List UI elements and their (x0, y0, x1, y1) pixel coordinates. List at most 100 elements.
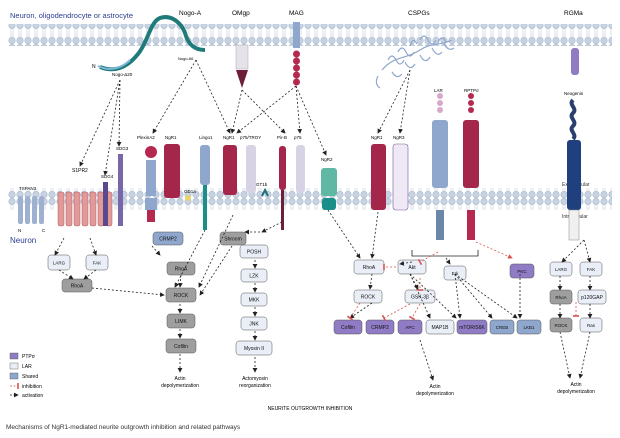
outcome-actin-2: Actin (429, 384, 440, 390)
node-map1b: MAP1B (425, 319, 455, 335)
tspan3-label: TSPAN3 (19, 186, 37, 191)
p75troy-receptor (246, 145, 256, 193)
node-box-erk (443, 265, 467, 281)
node-label-lzk: LZK (249, 274, 259, 280)
node-erk: Erk (443, 265, 467, 281)
top-cell-label: Neuron, oligodendrocyte or astrocyte (10, 11, 133, 20)
node-box-rock-mid (165, 287, 197, 303)
node-label-cofilin-mid: Cofilin (174, 344, 188, 350)
node-rhoa-rr: RhoA (549, 289, 573, 305)
node-label-rhoa-r: RhoA (363, 265, 376, 271)
pirb-receptor (279, 146, 286, 230)
ngr3-label: NgR3 (393, 135, 405, 140)
top-membrane (8, 24, 612, 46)
node-label-larg-r: LARG (555, 267, 568, 272)
node-label-crmp2-b: CRMP2 (371, 325, 389, 331)
nogo-d20-ribbon (97, 59, 131, 70)
sdg4-receptor (103, 182, 108, 226)
sdg3-receptor (118, 154, 123, 226)
outcome-actin-1: Actin (174, 376, 185, 382)
gt1b-label: GT1b (256, 182, 268, 187)
node-posh: POSH (239, 244, 269, 259)
node-box-jnk (240, 316, 268, 331)
omgp-label: OMgp (232, 10, 250, 17)
node-jnk: JNK (240, 316, 268, 331)
gd1a-label: GD1a (184, 189, 196, 194)
outcome-reorg-1: reorganization (239, 383, 271, 389)
node-fak: FAK (85, 254, 109, 271)
node-label-apc: APC (405, 325, 415, 330)
node-larg-r: LARG (549, 261, 573, 277)
legend-activation: activation (22, 393, 43, 399)
legend-ptps: PTPσ (22, 354, 36, 360)
ngr2-label: NgR2 (321, 157, 333, 162)
node-rock-mid: ROCK (165, 287, 197, 303)
node-rock-r: ROCK (353, 289, 383, 304)
node-crmp2-b: CRMP2 (365, 319, 395, 335)
ngr1-receptor-b (223, 145, 237, 195)
node-box-cofilin-mid (165, 338, 197, 354)
node-box-mtor (456, 319, 488, 335)
node-box-map1b (425, 319, 455, 335)
tspan3-c: C (42, 228, 46, 233)
nogo-n-label: N (92, 64, 96, 70)
nogo-d20-label: Nogo-Δ20 (112, 72, 133, 77)
node-larg: LARG (47, 254, 71, 271)
node-rhoa-left: RhoA (61, 278, 93, 293)
s1pr2-receptor (57, 191, 113, 227)
node-crmp2-a: CRMP2 (152, 231, 184, 246)
legend-shared: Shared (22, 374, 38, 380)
gt1b-marker (261, 187, 269, 197)
lingo1-receptor (200, 145, 210, 230)
nogo-a-label: Nogo-A (179, 10, 202, 17)
node-box-mkk (240, 292, 268, 307)
mag-label: MAG (289, 10, 304, 17)
rptps-receptor (463, 93, 479, 240)
ngr1-c-label: NgR1 (371, 135, 383, 140)
outcome-depol-3: depolymerization (557, 389, 595, 395)
nogo-a-ribbon (99, 15, 206, 72)
tspan3-receptor (18, 196, 44, 224)
node-label-mtor: mTOR/S6K (459, 325, 485, 331)
node-box-posh (239, 244, 269, 259)
outcome-acto-1: Actomyosin (242, 376, 268, 382)
sdg3-label: SDG3 (116, 146, 129, 151)
p75-receptor (296, 145, 305, 193)
ngr1-a-label: NgR1 (165, 135, 177, 140)
cspg-glycans (375, 35, 455, 89)
ngr1-receptor-c (371, 144, 386, 210)
node-label-cofilin-r: Cofilin (341, 325, 355, 331)
legend-swatch-shared (9, 372, 19, 380)
ngr2-receptor (321, 168, 337, 210)
rgma-protein (571, 48, 579, 75)
node-cofilin-mid: Cofilin (165, 338, 197, 354)
node-label-rhoa-rr: RhoA (555, 295, 566, 300)
node-label-lkb1: LKB1 (523, 325, 535, 330)
lar-label: LAR (434, 88, 444, 93)
node-label-rock-r: ROCK (361, 295, 376, 301)
node-box-myosin (235, 340, 273, 356)
node-box-crmp2-b (365, 319, 395, 335)
node-label-shroom: Shroom (224, 237, 242, 243)
node-label-fak: FAK (93, 261, 102, 266)
plexina2-receptor (145, 146, 157, 222)
node-label-mkk: MKK (249, 298, 261, 304)
legend-swatch-ptps (9, 352, 19, 360)
legend-lar: LAR (22, 364, 32, 370)
node-limk: LIMK (166, 313, 196, 329)
node-box-pkc (509, 263, 535, 279)
node-box-limk (166, 313, 196, 329)
node-label-fak-r: FAK (587, 267, 596, 272)
node-box-shroom (219, 231, 247, 246)
node-rock-rr: ROCK (549, 317, 573, 333)
node-label-akt: Akt (408, 265, 416, 271)
ngr1-receptor-a (164, 144, 180, 198)
node-apc: APC (397, 319, 423, 335)
node-box-rock-r (353, 289, 383, 304)
node-label-jnk: JNK (249, 322, 259, 328)
node-cofilin-r: Cofilin (333, 319, 363, 335)
ligand-receptor-arrows (79, 59, 411, 176)
lar-receptor (432, 93, 448, 240)
plexina2-label: PlexinA2 (137, 135, 155, 140)
